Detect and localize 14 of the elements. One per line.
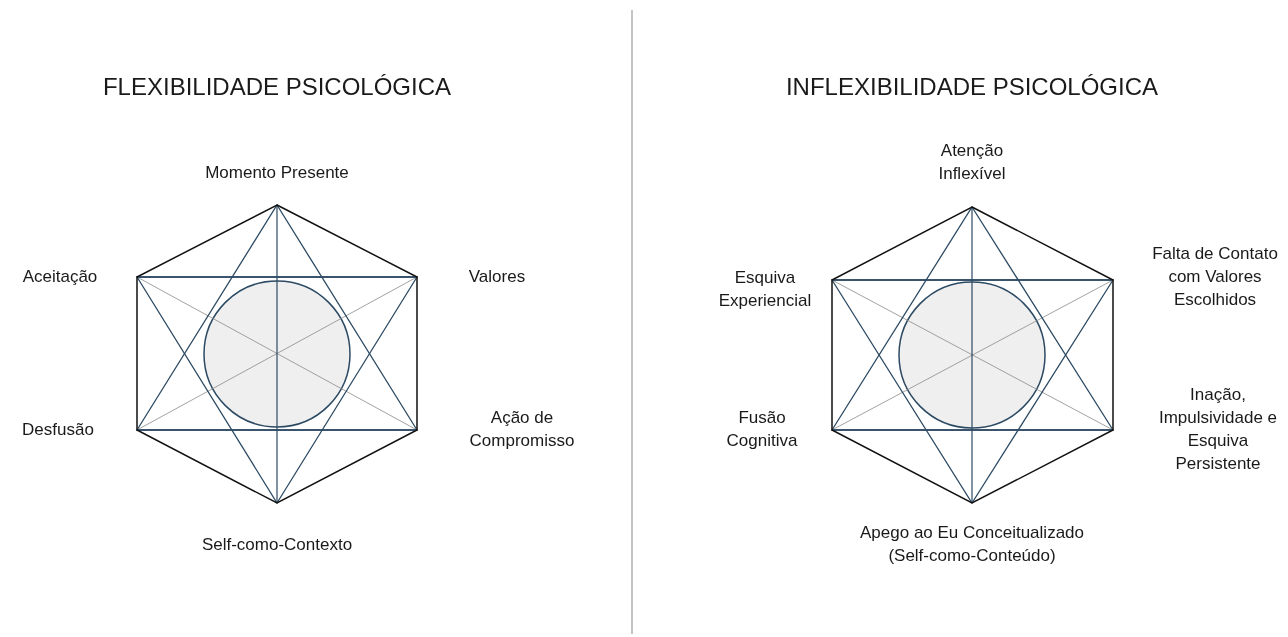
process-label: Fusão Cognitiva [726,408,798,450]
process-label: Aceitação [22,266,98,286]
process-label: Desfusão [22,419,94,439]
process-label: Ação de Compromisso [469,408,575,450]
process-label: Atenção Inflexível [938,141,1006,183]
process-label: Apego ao Eu Conceitualizado (Self-como-Conteúdo) [860,523,1084,565]
process-label: Inação, Impulsividade e Esquiva Persistente [1158,385,1278,473]
process-label: Self-como-Contexto [201,534,353,554]
process-label: Momento Presente [205,162,349,182]
panel-heading: INFLEXIBILIDADE PSICOLÓGICA [785,73,1159,100]
process-label: Falta de Contato com Valores Escolhidos [1152,243,1278,309]
process-label: Valores [468,266,526,286]
process-label: Esquiva Experiencial [718,268,812,310]
panel-heading: FLEXIBILIDADE PSICOLÓGICA [102,73,452,100]
